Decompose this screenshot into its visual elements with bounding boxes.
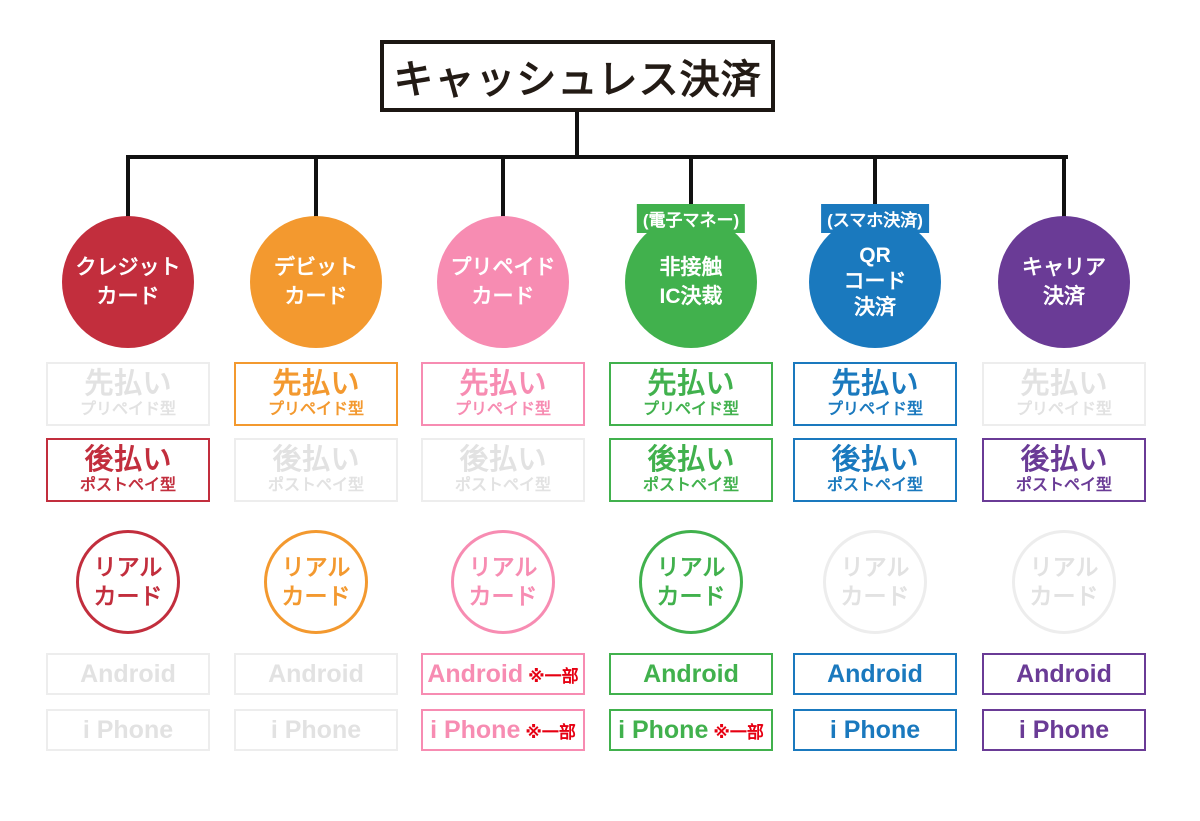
column-contactless-ic: (電子マネー) 非接触 IC決裁 先払い プリペイド型 後払い ポストペイ型 リ…: [609, 0, 773, 821]
real-card-circle-credit-card: リアル カード: [76, 530, 180, 634]
postpaid-box-carrier: 後払い ポストペイ型: [982, 438, 1146, 502]
postpaid-box-qr-code: 後払い ポストペイ型: [793, 438, 957, 502]
partial-note: ※一部: [713, 722, 764, 742]
postpaid-box-debit-card: 後払い ポストペイ型: [234, 438, 398, 502]
connector-line: [689, 155, 693, 218]
iphone-label: i Phone: [430, 715, 521, 744]
real-card-circle-contactless-ic: リアル カード: [639, 530, 743, 634]
android-label: Android: [427, 659, 524, 688]
column-debit-card: デビット カード 先払い プリペイド型 後払い ポストペイ型 リアル カード A…: [234, 0, 398, 821]
real-card-circle-qr-code: リアル カード: [823, 530, 927, 634]
postpaid-sublabel: ポストペイ型: [1015, 476, 1112, 494]
postpaid-label: 後払い: [84, 444, 172, 477]
connector-line: [126, 155, 1068, 159]
android-box-carrier: Android: [982, 653, 1146, 695]
prepaid-sublabel: プリペイド型: [826, 400, 923, 418]
prepaid-sublabel: プリペイド型: [454, 400, 551, 418]
iphone-box-credit-card: i Phone: [46, 709, 210, 751]
postpaid-label: 後払い: [1020, 444, 1108, 477]
iphone-box-contactless-ic: i Phone ※一部: [609, 709, 773, 751]
prepaid-label: 先払い: [831, 368, 919, 401]
iphone-box-qr-code: i Phone: [793, 709, 957, 751]
iphone-label: i Phone: [618, 715, 709, 744]
iphone-label: i Phone: [829, 715, 921, 744]
postpaid-label: 後払い: [647, 444, 735, 477]
prepaid-label: 先払い: [459, 368, 547, 401]
postpaid-box-credit-card: 後払い ポストペイ型: [46, 438, 210, 502]
column-credit-card: クレジット カード 先払い プリペイド型 後払い ポストペイ型 リアル カード …: [46, 0, 210, 821]
connector-line: [501, 155, 505, 218]
category-circle-carrier: キャリア 決済: [998, 216, 1130, 348]
partial-note: ※一部: [528, 666, 579, 686]
iphone-label: i Phone: [82, 715, 174, 744]
real-card-circle-debit-card: リアル カード: [264, 530, 368, 634]
category-circle-debit-card: デビット カード: [250, 216, 382, 348]
iphone-box-prepaid-card: i Phone ※一部: [421, 709, 585, 751]
connector-line: [873, 155, 877, 218]
prepaid-label: 先払い: [84, 368, 172, 401]
android-label: Android: [643, 659, 739, 688]
iphone-label: i Phone: [270, 715, 362, 744]
category-circle-contactless-ic: 非接触 IC決裁: [625, 216, 757, 348]
android-box-contactless-ic: Android: [609, 653, 773, 695]
prepaid-label: 先払い: [1020, 368, 1108, 401]
iphone-label: i Phone: [1018, 715, 1110, 744]
prepaid-box-debit-card: 先払い プリペイド型: [234, 362, 398, 426]
android-box-prepaid-card: Android ※一部: [421, 653, 585, 695]
category-circle-prepaid-card: プリペイド カード: [437, 216, 569, 348]
prepaid-box-credit-card: 先払い プリペイド型: [46, 362, 210, 426]
android-box-debit-card: Android: [234, 653, 398, 695]
postpaid-sublabel: ポストペイ型: [267, 476, 364, 494]
real-card-circle-carrier: リアル カード: [1012, 530, 1116, 634]
diagram-title: キャッシュレス決済: [393, 58, 762, 102]
prepaid-box-prepaid-card: 先払い プリペイド型: [421, 362, 585, 426]
android-box-qr-code: Android: [793, 653, 957, 695]
prepaid-sublabel: プリペイド型: [1015, 400, 1112, 418]
partial-note: ※一部: [525, 722, 576, 742]
android-label: Android: [80, 659, 176, 688]
prepaid-sublabel: プリペイド型: [79, 400, 176, 418]
android-label: Android: [827, 659, 923, 688]
connector-line: [314, 155, 318, 218]
postpaid-label: 後払い: [459, 444, 547, 477]
prepaid-box-contactless-ic: 先払い プリペイド型: [609, 362, 773, 426]
android-label: Android: [1016, 659, 1112, 688]
postpaid-box-prepaid-card: 後払い ポストペイ型: [421, 438, 585, 502]
tag-electronic-money: (電子マネー): [636, 204, 746, 233]
postpaid-label: 後払い: [272, 444, 360, 477]
android-label: Android: [268, 659, 364, 688]
real-card-circle-prepaid-card: リアル カード: [451, 530, 555, 634]
category-circle-credit-card: クレジット カード: [62, 216, 194, 348]
column-prepaid-card: プリペイド カード 先払い プリペイド型 後払い ポストペイ型 リアル カード …: [421, 0, 585, 821]
prepaid-sublabel: プリペイド型: [642, 400, 739, 418]
prepaid-box-qr-code: 先払い プリペイド型: [793, 362, 957, 426]
prepaid-label: 先払い: [647, 368, 735, 401]
tag-smartphone-payment: (スマホ決済): [821, 204, 929, 233]
iphone-box-debit-card: i Phone: [234, 709, 398, 751]
column-qr-code: (スマホ決済) QR コード 決済 先払い プリペイド型 後払い ポストペイ型 …: [793, 0, 957, 821]
diagram-title-box: キャッシュレス決済: [380, 40, 775, 112]
category-circle-qr-code: QR コード 決済: [809, 216, 941, 348]
iphone-box-carrier: i Phone: [982, 709, 1146, 751]
prepaid-label: 先払い: [272, 368, 360, 401]
postpaid-box-contactless-ic: 後払い ポストペイ型: [609, 438, 773, 502]
postpaid-sublabel: ポストペイ型: [642, 476, 739, 494]
postpaid-sublabel: ポストペイ型: [454, 476, 551, 494]
column-carrier: キャリア 決済 先払い プリペイド型 後払い ポストペイ型 リアル カード An…: [982, 0, 1146, 821]
postpaid-label: 後払い: [831, 444, 919, 477]
prepaid-box-carrier: 先払い プリペイド型: [982, 362, 1146, 426]
connector-line: [1062, 155, 1066, 218]
connector-line: [126, 155, 130, 218]
postpaid-sublabel: ポストペイ型: [826, 476, 923, 494]
connector-line: [575, 112, 579, 157]
prepaid-sublabel: プリペイド型: [267, 400, 364, 418]
postpaid-sublabel: ポストペイ型: [79, 476, 176, 494]
android-box-credit-card: Android: [46, 653, 210, 695]
